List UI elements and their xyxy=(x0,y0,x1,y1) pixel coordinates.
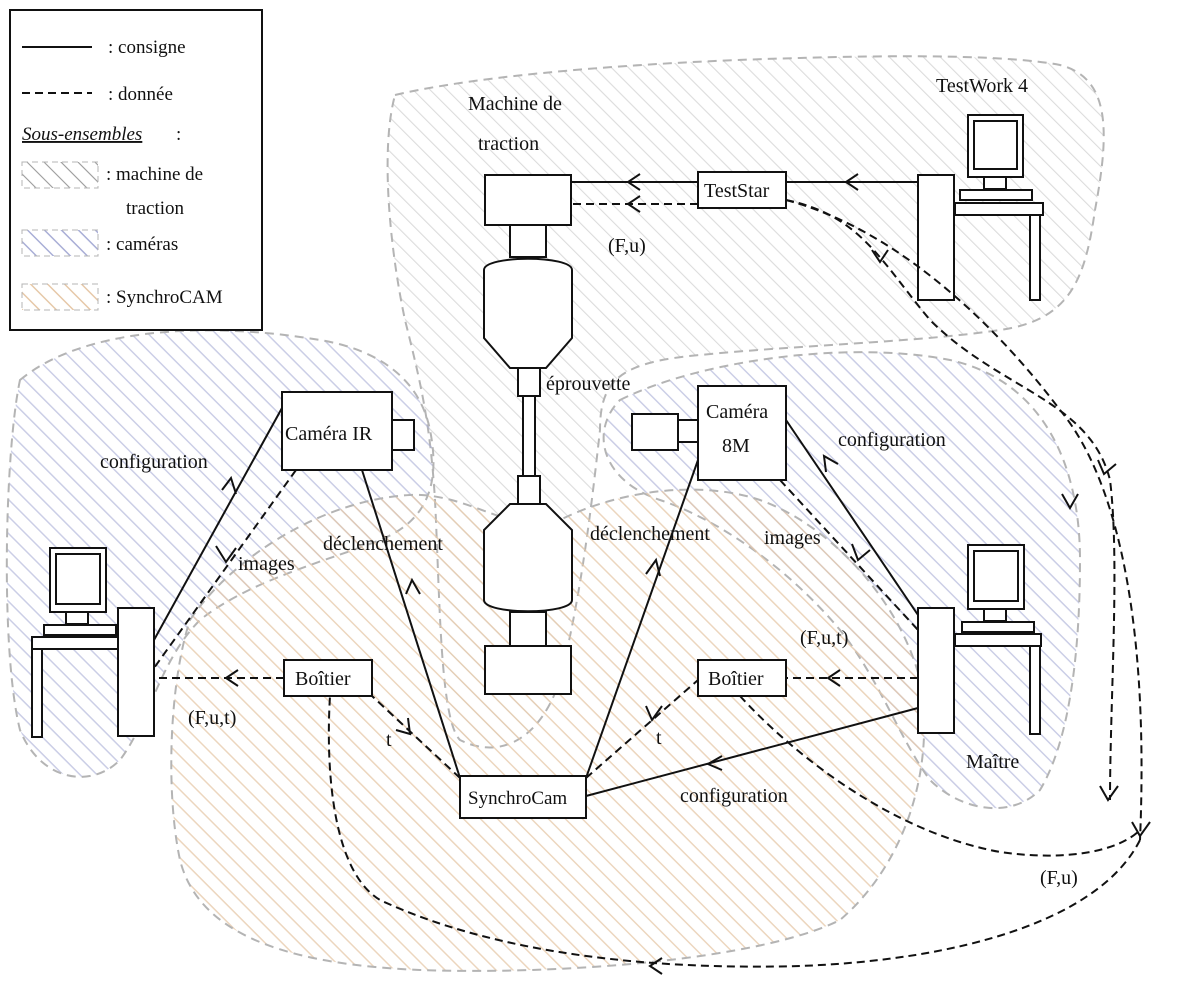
line-synchrocam-camera-ir xyxy=(361,469,461,779)
tensile-machine xyxy=(483,174,573,695)
edge-label-images-right: images xyxy=(764,527,821,549)
grip-bottom xyxy=(483,503,573,613)
edge-label-fut-left: (F,u,t) xyxy=(188,707,236,729)
line-pc-left-camera-ir xyxy=(153,407,283,641)
line-synchrocam-boitier-right xyxy=(585,679,699,779)
boitier-left-label: Boîtier xyxy=(295,668,351,690)
path-loop-to-boitier-left xyxy=(327,695,1141,968)
camera-8m xyxy=(631,385,787,481)
legend-machine-line1: : machine de xyxy=(106,164,203,185)
line-synchrocam-camera-8m xyxy=(585,459,699,779)
legend-consigne: : consigne xyxy=(108,37,186,58)
synchrocam-label: SynchroCam xyxy=(468,788,567,809)
teststar-box xyxy=(697,171,787,209)
edge-label-declenchement-left: déclenchement xyxy=(323,533,443,555)
legend-cameras: : caméras xyxy=(106,234,178,255)
legend-donnee: : donnée xyxy=(108,84,173,105)
grip-top-base xyxy=(509,224,547,258)
edge-label-config-bottom: configuration xyxy=(680,785,788,807)
camera-8m-label-line2: 8M xyxy=(722,435,750,457)
path-teststar-to-maitre xyxy=(785,199,1116,801)
edge-label-declenchement-right: déclenchement xyxy=(590,523,710,545)
legend: : consigne : donnée Sous-ensembles : : m… xyxy=(9,9,263,331)
edge-label-config-right: configuration xyxy=(838,429,946,451)
specimen xyxy=(522,395,536,477)
legend-sous-ensembles: Sous-ensembles xyxy=(22,124,142,145)
eprouvette-label: éprouvette xyxy=(546,373,631,395)
machine-title-line1: Machine de xyxy=(468,93,562,115)
edge-label-fu-top: (F,u) xyxy=(608,235,646,257)
dashed-connections xyxy=(153,199,1143,968)
solid-arrowheads xyxy=(221,173,859,771)
edge-label-t-left: t xyxy=(386,729,392,751)
line-synchrocam-boitier-left xyxy=(371,695,461,779)
line-maitre-synchrocam xyxy=(585,707,919,797)
edge-label-images-left: images xyxy=(238,553,295,575)
maitre-label: Maître xyxy=(966,751,1019,773)
solid-connections xyxy=(153,181,919,797)
edge-label-fu-bottom: (F,u) xyxy=(1040,867,1078,889)
computer-testwork xyxy=(917,114,1044,301)
edge-label-t-right: t xyxy=(656,727,662,749)
legend-swatch-cameras xyxy=(21,229,99,257)
edge-label-config-left: configuration xyxy=(100,451,208,473)
grip-top xyxy=(483,257,573,369)
legend-synchrocam: : SynchroCAM xyxy=(106,287,223,308)
line-maitre-camera-8m xyxy=(785,419,919,616)
legend-machine-line2: traction xyxy=(126,198,185,219)
dashed-arrowheads xyxy=(215,195,1151,975)
camera-ir xyxy=(281,391,415,471)
camera-8m-label-line1: Caméra xyxy=(706,401,768,423)
legend-sous-ensembles-colon: : xyxy=(176,124,181,145)
camera-ir-label: Caméra IR xyxy=(285,423,373,445)
boitier-left-box xyxy=(283,659,373,697)
testwork-label: TestWork 4 xyxy=(936,75,1028,97)
legend-swatch-synchrocam xyxy=(21,283,99,311)
computer-left xyxy=(31,547,155,738)
synchrocam-box xyxy=(459,775,587,819)
legend-swatch-machine xyxy=(21,161,99,189)
path-boitier-right-to-maitre xyxy=(739,695,1141,857)
crosshead-top xyxy=(484,174,572,226)
boitier-right-label: Boîtier xyxy=(708,668,764,690)
computer-maitre xyxy=(917,544,1042,735)
specimen-head-bottom xyxy=(517,475,541,505)
line-camera-ir-pc-left xyxy=(153,469,297,669)
specimen-head-top xyxy=(517,367,541,397)
teststar-label: TestStar xyxy=(704,180,770,202)
edge-label-fut-right: (F,u,t) xyxy=(800,627,848,649)
crosshead-bottom xyxy=(484,645,572,695)
path-teststar-to-loop xyxy=(785,199,1143,841)
column-bottom xyxy=(509,611,547,647)
line-camera-8m-maitre xyxy=(779,479,919,631)
machine-title-line2: traction xyxy=(478,133,539,155)
